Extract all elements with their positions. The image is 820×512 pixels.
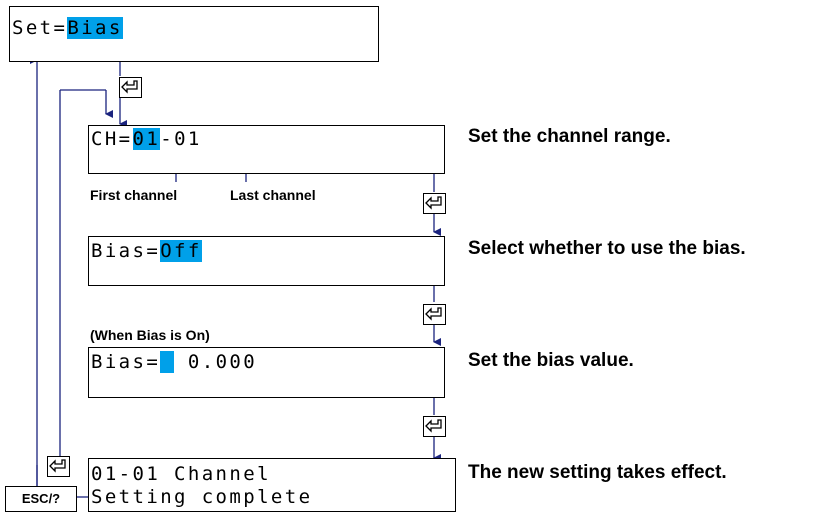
lcd-set-screen: Set=Bias [9, 6, 379, 62]
last-channel-value: 01 [174, 128, 202, 150]
desc-channel-range: Set the channel range. [468, 126, 671, 147]
desc-takes-effect: The new setting takes effect. [468, 462, 727, 483]
lcd-channel-screen: CH=01-01 [88, 125, 445, 174]
bias-sign-cursor [160, 351, 175, 373]
set-value: Bias [67, 17, 123, 39]
lcd-bias-onoff-screen: Bias=Off [88, 236, 445, 286]
lcd-complete-screen: 01-01 Channel Setting complete [88, 458, 456, 512]
enter-key-icon [47, 456, 70, 477]
enter-key-icon [423, 304, 446, 325]
bias-value-number: 0.000 [174, 351, 258, 373]
bias-onoff-value: Off [160, 240, 202, 262]
set-prefix: Set= [12, 17, 68, 39]
first-channel-value: 01 [132, 128, 161, 150]
desc-bias-select: Select whether to use the bias. [468, 238, 746, 259]
bias-prefix: Bias= [91, 240, 161, 262]
esc-key: ESC/? [5, 486, 77, 512]
bias-value-prefix: Bias= [91, 351, 161, 373]
last-channel-label: Last channel [230, 187, 316, 203]
channel-separator: - [160, 128, 175, 150]
when-bias-on-label: (When Bias is On) [90, 327, 210, 343]
first-channel-label: First channel [90, 187, 178, 203]
complete-line-1: 01-01 Channel [91, 463, 271, 485]
enter-key-icon [423, 193, 446, 214]
complete-line-2: Setting complete [91, 486, 313, 508]
desc-bias-value: Set the bias value. [468, 350, 634, 371]
enter-key-icon [119, 77, 142, 98]
channel-prefix: CH= [91, 128, 133, 150]
lcd-bias-value-screen: Bias= 0.000 [88, 347, 445, 398]
enter-key-icon [423, 416, 446, 437]
